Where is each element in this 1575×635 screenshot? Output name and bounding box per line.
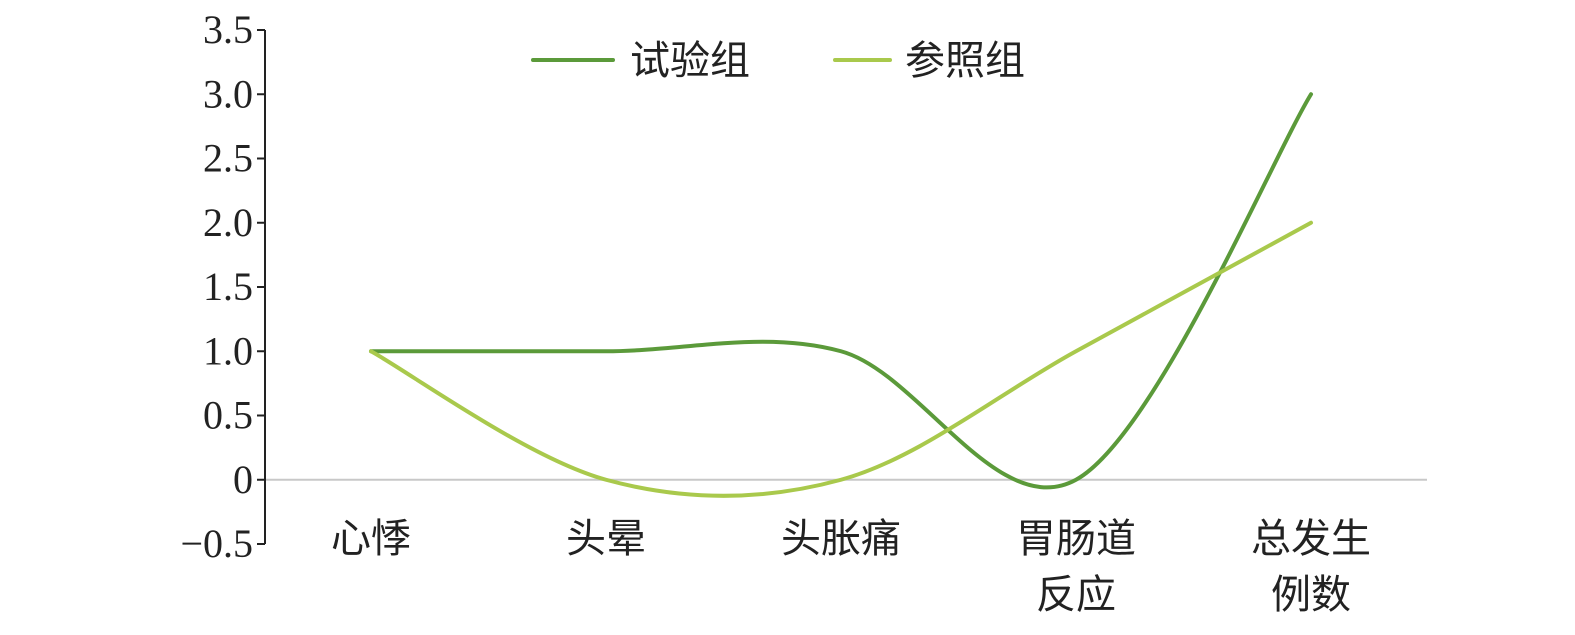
y-tick-label: 3.0	[203, 71, 253, 116]
x-tick-label: 心悸	[331, 516, 411, 562]
y-tick-label: 0	[233, 457, 253, 502]
y-tick-label: 1.5	[203, 264, 253, 309]
legend-label: 参照组	[905, 38, 1025, 84]
x-tick-label: 例数	[1271, 572, 1351, 618]
x-tick-label: 胃肠道	[1016, 516, 1136, 562]
x-tick-label: 头胀痛	[781, 516, 901, 562]
x-tick-label: 头晕	[566, 516, 646, 562]
x-tick-label: 总发生	[1251, 516, 1371, 562]
y-tick-label: 2.5	[203, 136, 253, 181]
y-tick-label: 1.0	[203, 328, 253, 373]
legend-label: 试验组	[630, 38, 750, 84]
y-tick-label: 3.5	[203, 7, 253, 52]
y-tick-label: 0.5	[203, 393, 253, 438]
y-tick-label: −0.5	[180, 521, 253, 566]
series-line-1	[369, 92, 1313, 490]
y-tick-label: 2.0	[203, 200, 253, 245]
series-line-2	[369, 220, 1313, 498]
x-tick-label: 反应	[1036, 572, 1116, 618]
